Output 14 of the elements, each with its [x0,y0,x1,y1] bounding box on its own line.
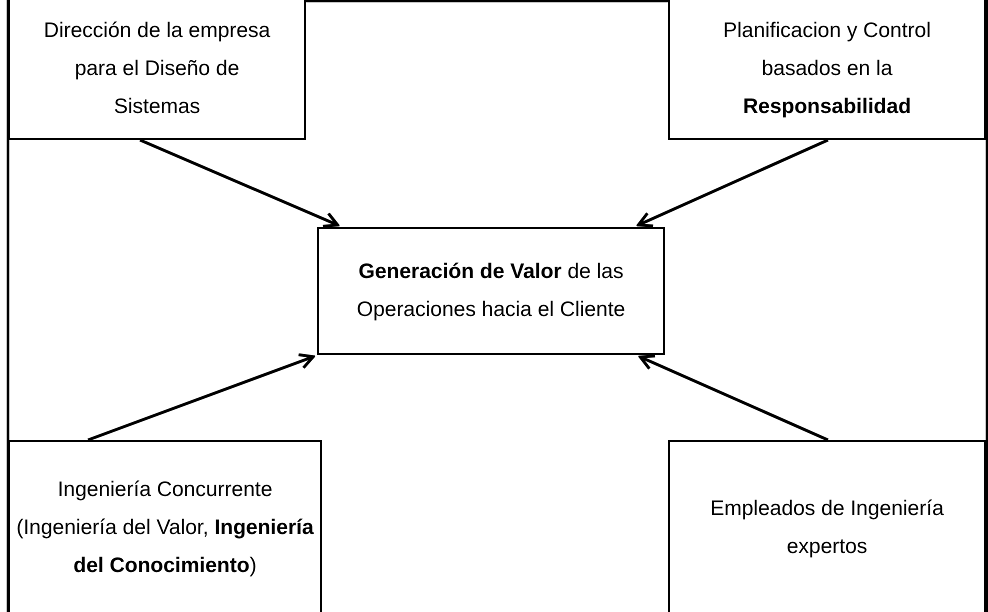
text-box [8,0,306,140]
text-box [668,440,986,612]
arrow [636,138,829,228]
text-box [668,0,986,140]
box-text: Ingeniería Concurrente (Ingeniería del Valor, Ingeniería del Conocimiento) [15,476,315,578]
box-text: Generación de Valor de las Operaciones hacia el Cliente [356,259,626,323]
text-box [8,440,322,612]
box-text: Empleados de Ingeniería expertos [709,496,945,560]
box-text: Planificacion y Control basados en la Responsabilidad [722,18,932,120]
arrow [139,138,340,228]
text-box [317,227,665,355]
arrow [638,354,829,442]
arrow [87,353,315,442]
box-text: Dirección de la empresa para el Diseño de Sistemas [42,18,272,120]
